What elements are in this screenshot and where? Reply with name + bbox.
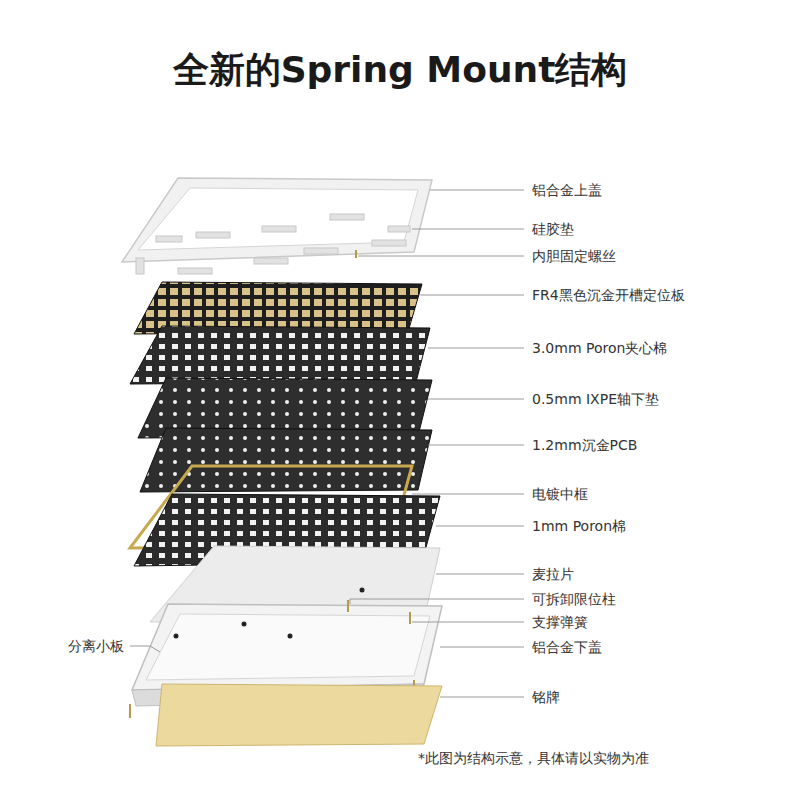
part-label: 麦拉片	[530, 565, 576, 583]
part-label: 内胆固定螺丝	[530, 247, 618, 265]
part-label: 3.0mm Poron夹心棉	[530, 339, 669, 357]
part-label: 1.2mm沉金PCB	[530, 436, 639, 454]
part-label: 电镀中框	[530, 485, 590, 503]
part-label: 可拆卸限位柱	[530, 590, 618, 608]
part-label: 支撑弹簧	[530, 613, 590, 631]
part-label: 1mm Poron棉	[530, 517, 628, 535]
part-label: FR4黑色沉金开槽定位板	[530, 286, 687, 304]
part-label: 0.5mm IXPE轴下垫	[530, 390, 661, 408]
part-label: 硅胶垫	[530, 220, 576, 238]
part-label: 铝合金上盖	[530, 181, 604, 199]
part-label: 铭牌	[530, 688, 562, 706]
part-label: 分离小板	[66, 637, 126, 655]
footnote: *此图为结构示意，具体请以实物为准	[418, 750, 649, 768]
part-label: 铝合金下盖	[530, 638, 604, 656]
diagram-title: 全新的Spring Mount结构	[0, 46, 800, 95]
